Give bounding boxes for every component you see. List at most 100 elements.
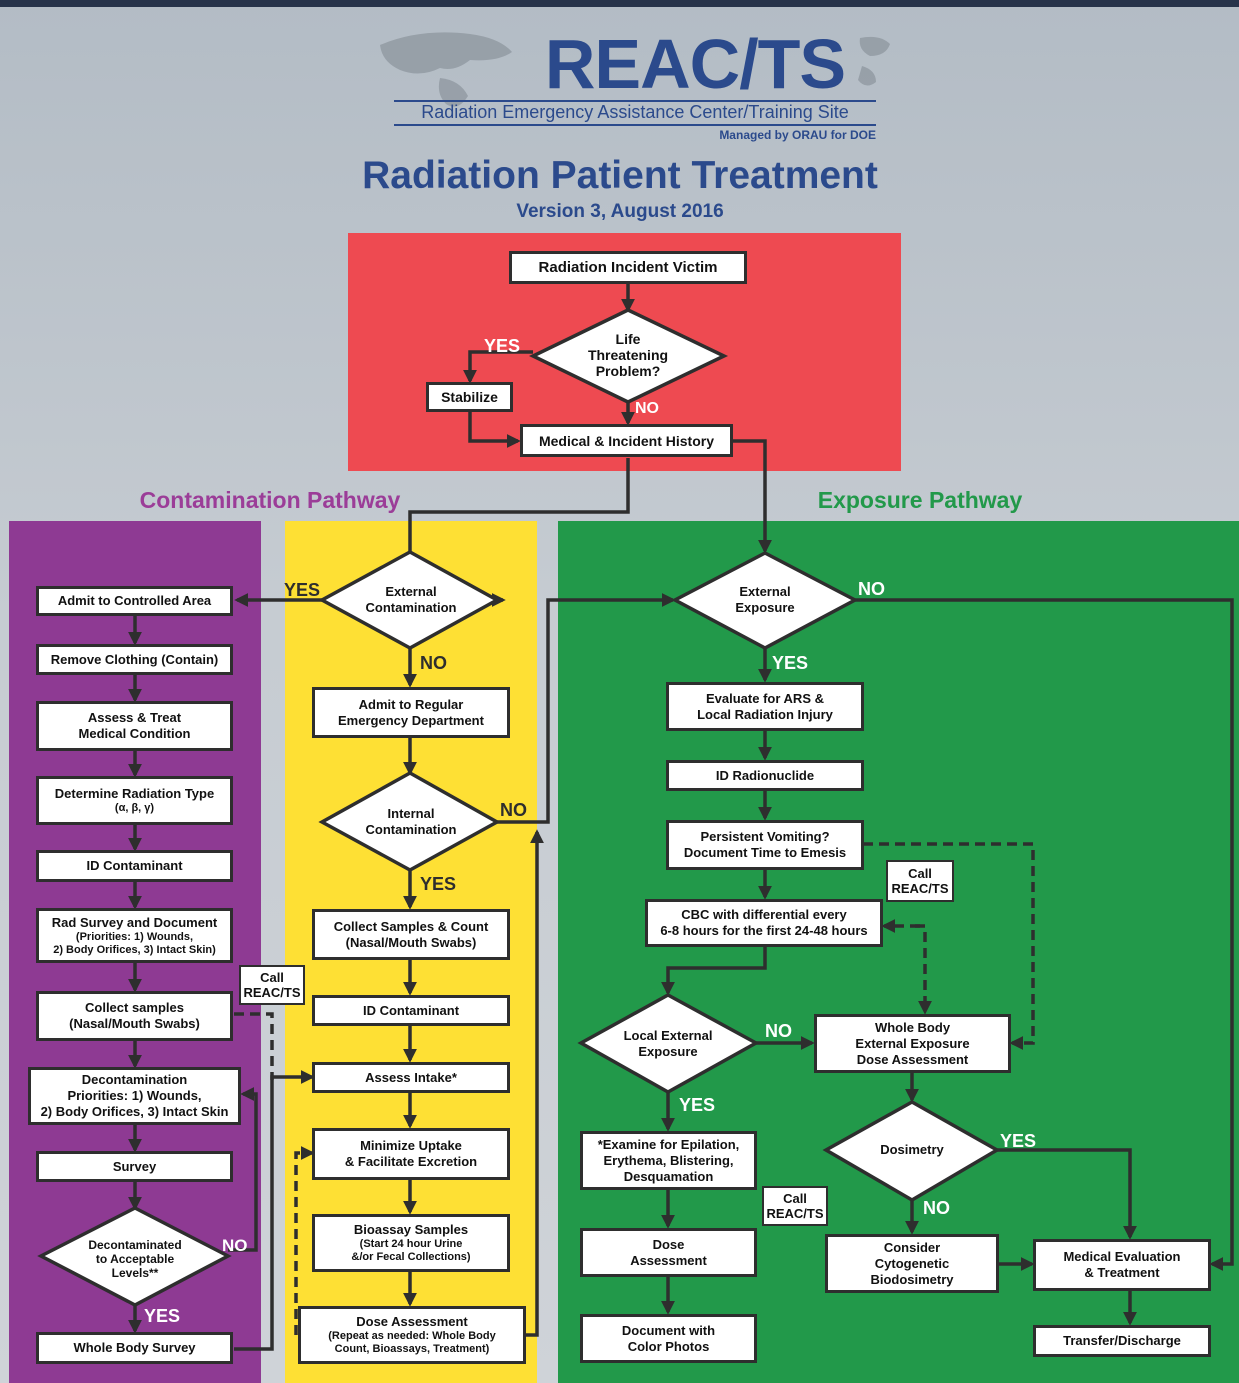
bioassay-line-3: &/or Fecal Collections) xyxy=(351,1251,471,1263)
decon-line-1: Decontamination xyxy=(81,1072,188,1087)
collect-samples-count-box: Collect Samples & Count (Nasal/Mouth Swa… xyxy=(312,909,510,960)
examine-line-1: *Examine for Epilation, xyxy=(597,1136,740,1152)
dose-assess-line-3: Count, Bioassays, Treatment) xyxy=(334,1343,490,1355)
whole-body-survey-box: Whole Body Survey xyxy=(36,1332,233,1364)
internal-contamination-question: Internal Contamination xyxy=(352,804,470,840)
external-contamination-question: External Contamination xyxy=(352,582,470,618)
life-q-line-3: Problem? xyxy=(595,363,661,379)
whole-body-dose-box: Whole Body External Exposure Dose Assess… xyxy=(814,1014,1011,1073)
exposure-pathway-title: Exposure Pathway xyxy=(817,487,1023,513)
admit-regular-line-2: Emergency Department xyxy=(338,712,484,728)
whole-body-dose-line-3: Dose Assessment xyxy=(856,1051,969,1067)
decon-q-line-1: Decontaminated xyxy=(88,1238,182,1252)
evaluate-ars-line-2: Local Radiation Injury xyxy=(697,706,833,722)
call-reacts-badge-1: Call REAC/TS xyxy=(239,965,305,1005)
int-contam-q-line-1: Internal xyxy=(387,806,435,821)
examine-line-2: Erythema, Blistering, xyxy=(603,1152,734,1168)
document-photos-box: Document with Color Photos xyxy=(580,1314,757,1363)
rad-survey-line-3: 2) Body Orifices, 3) Intact Skin) xyxy=(53,943,216,956)
assess-treat-box: Assess & Treat Medical Condition xyxy=(36,701,233,751)
local-q-line-2: Exposure xyxy=(638,1044,698,1059)
internal-contamination-diamond xyxy=(318,770,501,872)
document-photos-line-1: Document with xyxy=(621,1322,716,1338)
int-contam-no-label: NO xyxy=(500,800,527,820)
remove-clothing-box: Remove Clothing (Contain) xyxy=(36,644,233,675)
internal-dose-assessment-box: Dose Assessment (Repeat as needed: Whole… xyxy=(298,1306,526,1364)
life-no-label: NO xyxy=(635,400,659,417)
persistent-vomiting-box: Persistent Vomiting? Document Time to Em… xyxy=(666,820,864,870)
rad-survey-box: Rad Survey and Document (Priorities: 1) … xyxy=(36,908,233,963)
id-contaminant-box: ID Contaminant xyxy=(36,850,233,882)
med-eval-line-2: & Treatment xyxy=(1084,1265,1160,1280)
decontamination-box: Decontamination Priorities: 1) Wounds, 2… xyxy=(28,1067,241,1125)
local-external-exposure-question: Local External Exposure xyxy=(610,1027,726,1061)
decon-q-line-2: to Acceptable xyxy=(95,1252,175,1266)
decon-yes-label: YES xyxy=(144,1306,181,1326)
vomiting-line-2: Document Time to Emesis xyxy=(683,845,847,860)
cytogenetic-line-2: Cytogenetic xyxy=(874,1255,950,1271)
decon-line-2: Priorities: 1) Wounds, xyxy=(67,1088,202,1103)
collect-count-line-1: Collect Samples & Count xyxy=(333,918,489,934)
dosimetry-diamond xyxy=(822,1099,1001,1203)
logo-rule xyxy=(394,100,876,102)
collect-samples-box: Collect samples (Nasal/Mouth Swabs) xyxy=(36,991,233,1041)
external-contamination-diamond xyxy=(318,550,501,650)
evaluate-ars-box: Evaluate for ARS & Local Radiation Injur… xyxy=(666,682,864,731)
survey-box: Survey xyxy=(36,1151,233,1182)
dosimetry-yes-label: YES xyxy=(1000,1131,1037,1151)
ext-contam-no-label: NO xyxy=(420,653,447,673)
ext-exposure-yes-label: YES xyxy=(772,653,809,673)
medical-incident-history-box: Medical & Incident History xyxy=(520,424,733,457)
logo-rule-2 xyxy=(394,124,876,126)
local-q-line-1: Local External xyxy=(623,1028,713,1043)
version-subtitle: Version 3, August 2016 xyxy=(516,201,724,222)
collect-samples-line-2: (Nasal/Mouth Swabs) xyxy=(69,1016,200,1031)
med-eval-line-1: Medical Evaluation xyxy=(1063,1249,1181,1264)
org-name: Radiation Emergency Assistance Center/Tr… xyxy=(421,102,849,122)
decon-line-3: 2) Body Orifices, 3) Intact Skin xyxy=(40,1104,229,1119)
external-exposure-diamond xyxy=(671,551,859,650)
logo-text: REAC/TS xyxy=(544,25,846,103)
ext-exposure-no-label: NO xyxy=(858,579,885,599)
rad-type-line-2: (α, β, γ) xyxy=(114,802,155,814)
top-bar xyxy=(0,0,1239,7)
local-yes-label: YES xyxy=(679,1095,716,1115)
bioassay-line-2: (Start 24 hour Urine xyxy=(359,1238,463,1250)
ext-contam-q-line-1: External xyxy=(385,584,437,599)
rad-survey-line-2: (Priorities: 1) Wounds, xyxy=(75,930,194,943)
cytogenetic-line-1: Consider xyxy=(883,1239,941,1255)
dose-assess-line-2: (Repeat as needed: Whole Body xyxy=(328,1330,496,1342)
stabilize-box: Stabilize xyxy=(426,382,513,412)
call-reacts-badge-2: Call REAC/TS xyxy=(886,860,954,902)
collect-samples-line-1: Collect samples xyxy=(85,1000,184,1015)
decon-no-label: NO xyxy=(222,1236,248,1255)
minimize-line-1: Minimize Uptake xyxy=(360,1138,462,1153)
life-q-line-1: Life xyxy=(615,331,641,347)
assess-treat-line-1: Assess & Treat xyxy=(87,710,182,725)
cytogenetic-line-3: Biodosimetry xyxy=(870,1271,954,1287)
cytogenetic-biodosimetry-box: Consider Cytogenetic Biodosimetry xyxy=(825,1234,999,1293)
call-reacts-badge-3: Call REAC/TS xyxy=(762,1186,828,1226)
page-title: Radiation Patient Treatment xyxy=(362,154,878,197)
managed-by: Managed by ORAU for DOE xyxy=(719,128,876,142)
call-line-1: Call xyxy=(908,866,932,881)
local-no-label: NO xyxy=(765,1021,792,1041)
call-line-1: Call xyxy=(783,1191,807,1206)
transfer-discharge-box: Transfer/Discharge xyxy=(1033,1325,1211,1357)
determine-radiation-type-box: Determine Radiation Type (α, β, γ) xyxy=(36,776,233,825)
life-q-line-2: Threatening xyxy=(587,347,669,363)
cbc-line-1: CBC with differential every xyxy=(681,907,847,922)
cbc-line-2: 6-8 hours for the first 24-48 hours xyxy=(660,923,868,938)
call-line-2: REAC/TS xyxy=(891,881,949,896)
life-yes-label: YES xyxy=(484,336,521,356)
globe-map-icon xyxy=(380,32,890,107)
decon-q-line-3: Levels** xyxy=(111,1266,159,1280)
dose-assess-line-1: Dose Assessment xyxy=(356,1314,468,1329)
minimize-uptake-box: Minimize Uptake & Facilitate Excretion xyxy=(312,1128,510,1180)
decontaminated-diamond xyxy=(37,1206,232,1307)
exp-dose-line-1: Dose xyxy=(652,1236,685,1252)
minimize-line-2: & Facilitate Excretion xyxy=(344,1154,478,1169)
call-line-2: REAC/TS xyxy=(243,985,301,1000)
rad-type-line-1: Determine Radiation Type xyxy=(54,786,215,801)
